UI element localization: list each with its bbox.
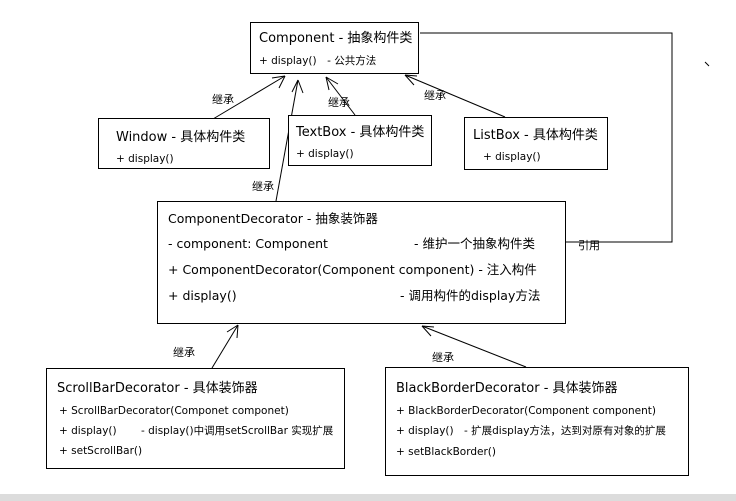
textbox-title: TextBox - 具体构件类 <box>296 125 425 140</box>
inherit-arrow-scrollbar <box>211 324 239 369</box>
component-decorator-constructor: + ComponentDecorator(Component component… <box>168 262 537 277</box>
scrollbar-decorator-set-scrollbar: + setScrollBar() <box>59 445 143 457</box>
inherit-arrow-window <box>212 75 286 120</box>
inherit-arrow-listbox <box>404 74 506 118</box>
inherit-arrow-textbox <box>325 76 356 116</box>
component-decorator-class-box: ComponentDecorator - 抽象装饰器 - component: … <box>157 201 566 324</box>
listbox-member-display: + display() <box>483 151 541 163</box>
textbox-class-box: TextBox - 具体构件类 + display() <box>288 115 432 166</box>
window-member-display: + display() <box>116 153 174 165</box>
component-decorator-field-note: - 维护一个抽象构件类 <box>414 236 535 251</box>
scrollbar-decorator-display-note: - display()中调用setScrollBar 实现扩展 <box>141 425 334 437</box>
blackborder-decorator-display-note: - 扩展display方法，达到对原有对象的扩展 <box>464 425 666 437</box>
listbox-class-box: ListBox - 具体构件类 + display() <box>464 117 608 170</box>
component-member-display: + display() - 公共方法 <box>259 55 377 67</box>
scrollbar-decorator-title: ScrollBarDecorator - 具体装饰器 <box>57 381 258 396</box>
listbox-title: ListBox - 具体构件类 <box>473 128 598 143</box>
blackborder-decorator-display: + display() <box>396 425 454 437</box>
textbox-member-display: + display() <box>296 148 354 160</box>
component-decorator-method: + display() <box>168 288 237 303</box>
inherit-arrow-decorator <box>275 79 299 202</box>
inherit-label-listbox: 继承 <box>424 89 446 102</box>
blackborder-decorator-class-box: BlackBorderDecorator - 具体装饰器 + BlackBord… <box>385 367 689 476</box>
inherit-label-decorator: 继承 <box>252 180 274 193</box>
scrollbar-decorator-display: + display() <box>59 425 117 437</box>
window-title: Window - 具体构件类 <box>116 130 246 145</box>
scrollbar-decorator-constructor: + ScrollBarDecorator(Componet componet) <box>59 405 289 417</box>
canvas-bottom-edge <box>0 494 736 501</box>
inherit-label-blackborder: 继承 <box>432 351 454 364</box>
component-title: Component - 抽象构件类 <box>259 31 413 46</box>
window-class-box: Window - 具体构件类 + display() <box>98 118 270 169</box>
scrollbar-decorator-class-box: ScrollBarDecorator - 具体装饰器 + ScrollBarDe… <box>46 368 345 469</box>
blackborder-decorator-constructor: + BlackBorderDecorator(Component compone… <box>396 405 656 417</box>
reference-label: 引用 <box>578 239 600 252</box>
component-decorator-title: ComponentDecorator - 抽象装饰器 <box>168 211 378 226</box>
inherit-label-textbox: 继承 <box>328 96 350 109</box>
reference-line <box>420 32 673 243</box>
component-decorator-method-note: - 调用构件的display方法 <box>400 288 541 303</box>
blackborder-decorator-set-blackborder: + setBlackBorder() <box>396 446 496 458</box>
component-decorator-field: - component: Component <box>168 236 328 251</box>
blackborder-decorator-title: BlackBorderDecorator - 具体装饰器 <box>396 381 618 396</box>
inherit-label-scrollbar: 继承 <box>173 346 195 359</box>
inherit-arrow-blackborder <box>421 325 527 368</box>
component-class-box: Component - 抽象构件类 + display() - 公共方法 <box>250 22 419 74</box>
inherit-label-window: 继承 <box>212 93 234 106</box>
